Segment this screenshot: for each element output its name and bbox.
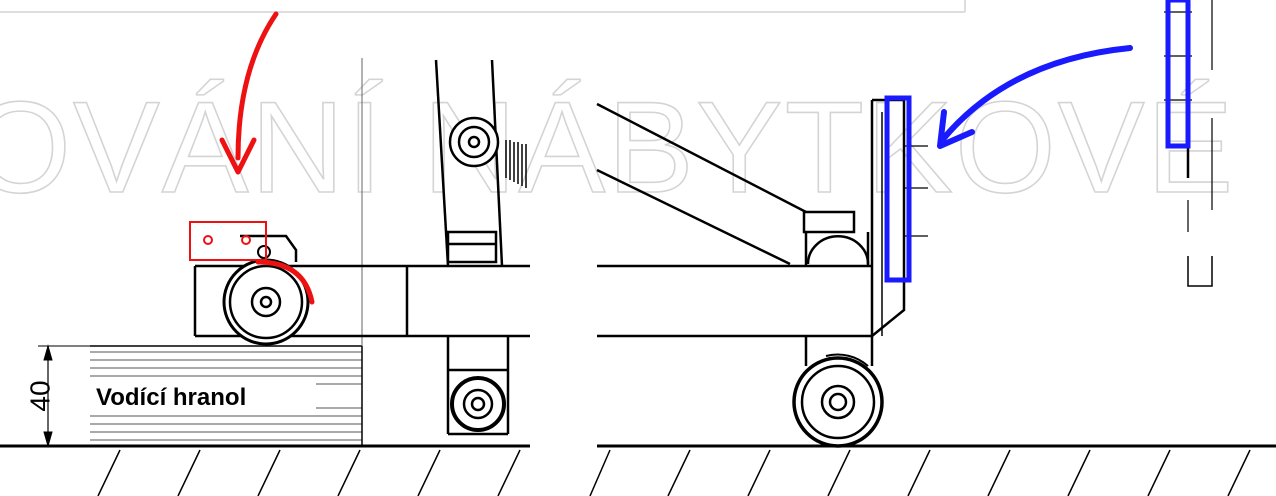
curved-arrow-left-icon xyxy=(941,45,1133,141)
dimension-value: 40 xyxy=(24,380,55,411)
right-assembly xyxy=(596,0,1213,448)
curved-arrow-down-icon xyxy=(235,11,279,161)
ground xyxy=(0,444,1276,496)
left-assembly xyxy=(193,59,530,436)
red-annotation xyxy=(189,11,315,305)
guide-block-label: Vodící hranol xyxy=(96,384,246,411)
ground-hatching xyxy=(97,449,1251,496)
guide-block-label-bg xyxy=(88,380,316,412)
guide-block: Vodící hranol xyxy=(88,345,363,446)
dimension-40 xyxy=(38,344,92,448)
guide-block-hatching xyxy=(90,351,362,441)
blue-annotation xyxy=(884,0,1191,283)
watermark-text: OVÁNÍ NÁBYTKOVÉ xyxy=(0,74,1235,220)
